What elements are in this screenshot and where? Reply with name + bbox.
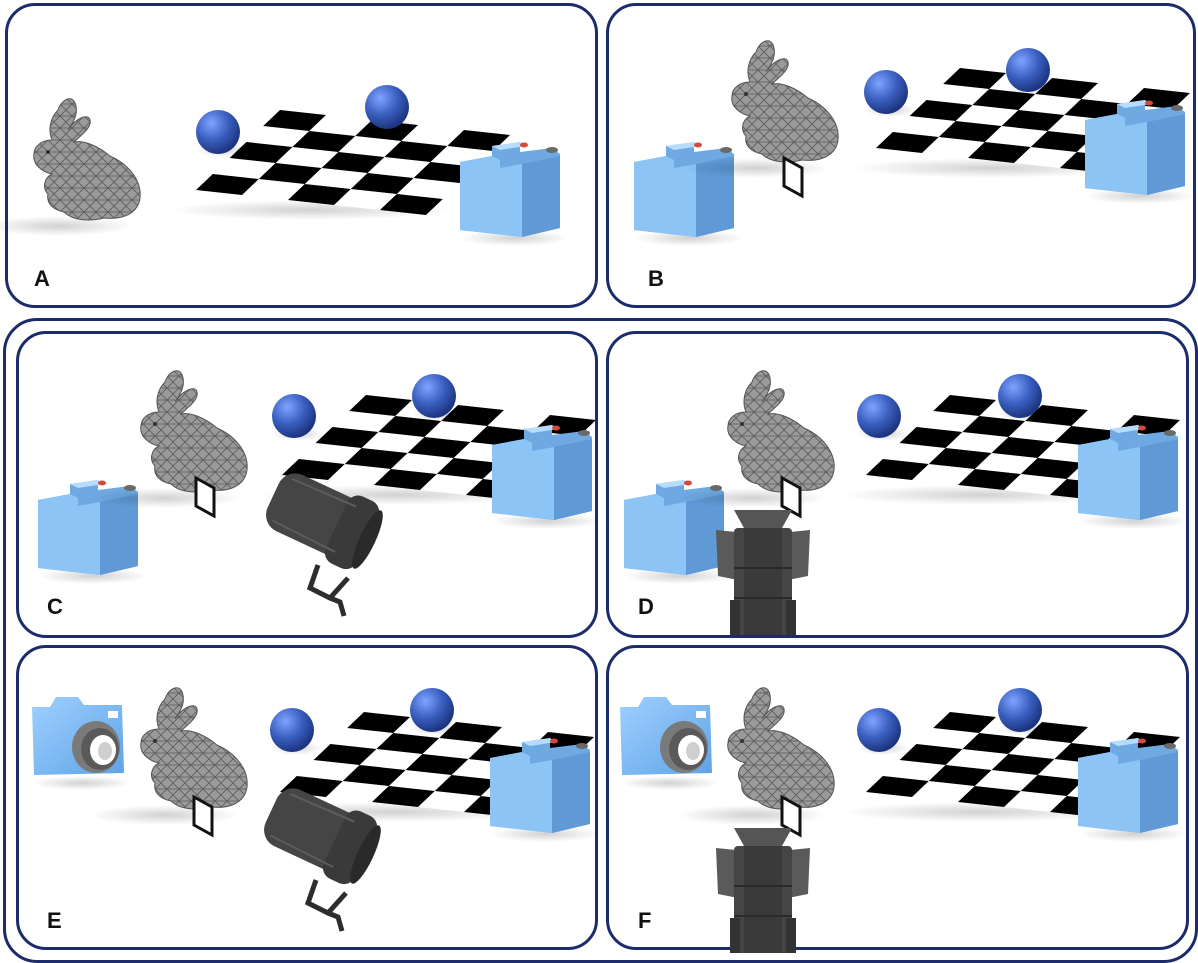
sphere-right: [412, 374, 464, 421]
sphere-left: [270, 708, 322, 755]
panel-label-d: D: [638, 594, 654, 620]
sphere-right: [998, 374, 1050, 421]
sphere-left: [196, 110, 248, 157]
bunny: [90, 371, 247, 508]
sphere-right: [365, 85, 417, 132]
panel-label-a: A: [34, 266, 50, 292]
sphere-left: [857, 394, 909, 441]
sphere-right: [1006, 48, 1058, 95]
sphere-left: [864, 70, 916, 117]
bunny: [677, 371, 834, 508]
camera: [32, 697, 132, 790]
panel-label-f: F: [638, 908, 651, 934]
panel-label-b: B: [648, 266, 664, 292]
sphere-left: [272, 394, 324, 441]
sphere-right: [410, 688, 462, 735]
panel-label-e: E: [47, 908, 62, 934]
spotlight: [716, 510, 810, 635]
bunny: [0, 99, 140, 236]
spotlight: [258, 462, 391, 616]
sphere-left: [857, 708, 909, 755]
spotlight: [716, 828, 810, 953]
sphere-right: [998, 688, 1050, 735]
camera: [620, 697, 720, 790]
panel-label-c: C: [47, 594, 63, 620]
light-box-left: [634, 142, 744, 246]
